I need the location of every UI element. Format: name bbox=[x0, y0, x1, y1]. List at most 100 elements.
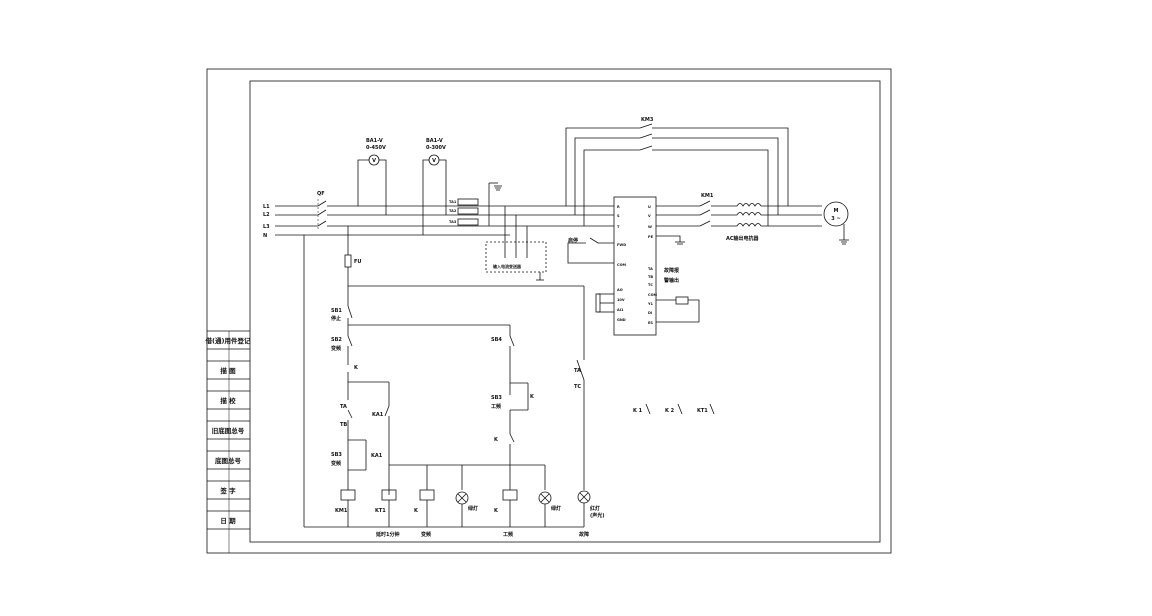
phase-labels: L1 L2 L3 N bbox=[263, 204, 270, 239]
sb3-label: SB3 bbox=[331, 452, 342, 458]
il-2: K 2 bbox=[665, 408, 675, 414]
vfd-es: ES bbox=[648, 321, 653, 325]
fu-label: FU bbox=[354, 259, 361, 265]
sb3b-desc: 工频 bbox=[491, 403, 501, 410]
bypass-km3: KM3 bbox=[565, 117, 789, 226]
output-circuit: KM1 AC输出电抗器 M 3 ~ bbox=[656, 193, 849, 245]
vfd-y1: Y1 bbox=[647, 302, 654, 306]
vfd-com2: COM bbox=[648, 293, 658, 297]
ct-2: TA2 bbox=[449, 209, 457, 213]
outer-frame bbox=[206, 68, 892, 554]
control-supply: FU TA TC bbox=[303, 226, 585, 528]
ta-label: TA bbox=[574, 368, 581, 374]
vfd-ao: AO bbox=[617, 288, 623, 292]
phase-l3: L3 bbox=[263, 224, 270, 230]
voltmeter-2: BA1-V 0-300V V bbox=[422, 138, 447, 235]
phase-l1: L1 bbox=[263, 204, 270, 210]
vfd-tc: TC bbox=[648, 283, 653, 287]
red-lamp: 红灯 bbox=[590, 505, 600, 512]
ka1-label: KA1 bbox=[372, 412, 384, 418]
vfd-u: U bbox=[648, 205, 651, 209]
tb-row-1: 借(通)用件登记 bbox=[205, 336, 251, 345]
phase-n: N bbox=[263, 233, 267, 239]
vm2-range: 0-300V bbox=[426, 145, 446, 151]
vm1-symbol: V bbox=[372, 158, 376, 164]
tb-row-5: 底图总号 bbox=[215, 456, 242, 465]
bottom-label-2: 变频 bbox=[421, 531, 431, 538]
km2-coil-label: K bbox=[494, 508, 499, 514]
ct-1: TA1 bbox=[449, 200, 457, 204]
vfd-10v: 10V bbox=[617, 298, 625, 302]
voltmeter-1: BA1-V 0-450V V bbox=[357, 138, 387, 215]
tb-row-7: 日 期 bbox=[220, 516, 236, 525]
km1-coil-label: KM1 bbox=[335, 508, 348, 514]
vfd-pe: PE bbox=[648, 235, 654, 239]
k-label: K bbox=[354, 365, 359, 371]
transmitter-label: 输入电流变送器 bbox=[493, 263, 522, 269]
sb3-desc: 变频 bbox=[331, 460, 341, 467]
vfd-s: S bbox=[617, 214, 620, 218]
motor-spec: 3 ~ bbox=[831, 216, 840, 222]
vfd-ta: TA bbox=[648, 267, 653, 271]
k-label-2: K bbox=[494, 437, 499, 443]
vfd-com1: COM bbox=[617, 263, 627, 267]
ct-3: TA3 bbox=[449, 220, 457, 224]
current-transmitter: 输入电流变送器 bbox=[485, 206, 547, 281]
sb1-label: SB1 bbox=[331, 308, 342, 314]
fault-out-label: 故障报 bbox=[664, 267, 679, 274]
phase-l2: L2 bbox=[263, 212, 270, 218]
runstop-label: 启停 bbox=[568, 237, 578, 244]
motor-name: M bbox=[834, 208, 839, 214]
km1-c-label: KA1 bbox=[371, 453, 383, 459]
ta-label-2: TA bbox=[340, 404, 347, 410]
interlocks: K 1 K 2 KT1 bbox=[633, 403, 715, 415]
kt1-coil-label: KT1 bbox=[375, 508, 386, 514]
current-transformers: TA1 TA2 TA3 bbox=[449, 182, 502, 226]
reactor-label: AC输出电抗器 bbox=[726, 235, 760, 242]
inner-frame bbox=[249, 80, 881, 543]
il-3: KT1 bbox=[697, 408, 708, 414]
k1-coil: K bbox=[414, 508, 419, 514]
vfd-v: V bbox=[648, 214, 651, 218]
vfd-t: T bbox=[617, 225, 620, 229]
vfd-tb: TB bbox=[648, 275, 653, 279]
sb4-label: SB4 bbox=[491, 337, 502, 343]
vfd-gnd: GND bbox=[617, 318, 626, 322]
vfd-di: DI bbox=[648, 311, 652, 315]
km1-label: KM1 bbox=[701, 193, 714, 199]
lamp-note: (声光) bbox=[590, 512, 605, 519]
main-bus: QF bbox=[275, 191, 614, 236]
km2-c-label: K bbox=[530, 394, 535, 400]
vfd: R S T FWD COM AO 10V AI1 GND U V W PE TA… bbox=[567, 196, 700, 336]
vm2-symbol: V bbox=[432, 158, 436, 164]
sb3b-label: SB3 bbox=[491, 395, 502, 401]
title-block: 借(通)用件登记 描 图 描 校 旧底图总号 底图总号 签 字 日 期 bbox=[205, 330, 251, 553]
tb-row-2: 描 图 bbox=[220, 366, 236, 375]
vfd-r: R bbox=[617, 205, 620, 209]
tb-row-3: 描 校 bbox=[220, 396, 236, 405]
green-lamp-2: 绿灯 bbox=[551, 505, 561, 512]
il-1: K 1 bbox=[633, 408, 643, 414]
tb-row-6: 签 字 bbox=[219, 486, 236, 495]
vfd-ai1: AI1 bbox=[617, 308, 624, 312]
tb-row-4: 旧底图总号 bbox=[212, 426, 245, 435]
vfd-fwd: FWD bbox=[617, 243, 626, 247]
km3-label: KM3 bbox=[641, 117, 654, 123]
vm1-range: 0-450V bbox=[366, 145, 386, 151]
bottom-label-1: 延时1分钟 bbox=[375, 531, 399, 538]
vm2-name: BA1-V bbox=[426, 138, 443, 144]
vfd-w: W bbox=[648, 225, 652, 229]
sb1-desc: 停止 bbox=[331, 315, 341, 322]
qf-label: QF bbox=[317, 191, 325, 197]
tb-label-2: TB bbox=[340, 422, 347, 428]
bottom-label-3: 工频 bbox=[503, 531, 513, 538]
fault-out-label2: 警输出 bbox=[663, 277, 679, 284]
sb2-desc: 变频 bbox=[331, 345, 341, 352]
green-lamp-1: 绿灯 bbox=[468, 505, 478, 512]
control-ladder: SB1 停止 SB2 变频 K KA1 TA TB SB3 变频 KA1 KM1 bbox=[331, 286, 605, 538]
bottom-label-4: 故障 bbox=[579, 531, 589, 538]
sb2-label: SB2 bbox=[331, 337, 342, 343]
tc-label: TC bbox=[574, 384, 581, 390]
vm1-name: BA1-V bbox=[366, 138, 383, 144]
